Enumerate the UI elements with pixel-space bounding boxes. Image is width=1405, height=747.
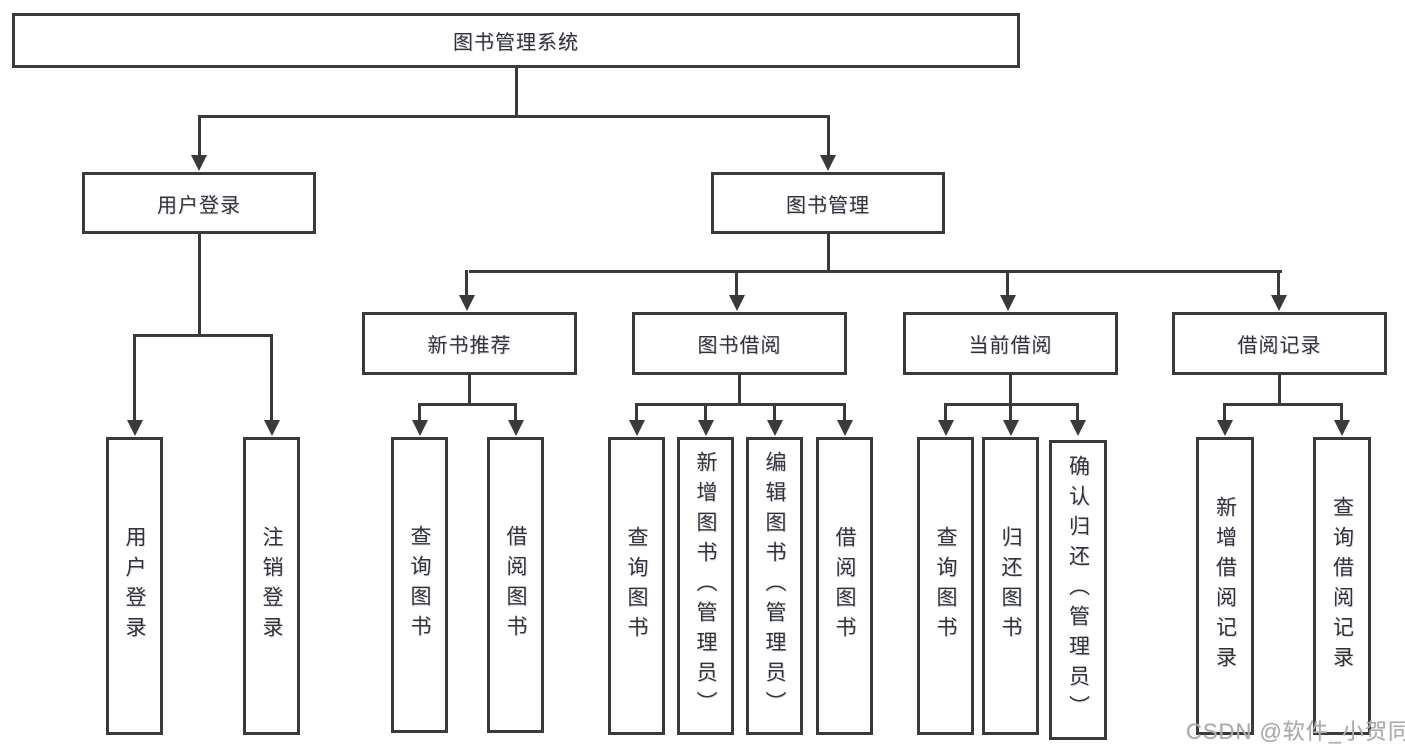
leaf-logout: 注销登录 — [243, 437, 300, 735]
leaf-add-books-admin: 新增图书（管理员） — [677, 437, 734, 735]
leaf-query-books-borrowing: 查询图书 — [608, 437, 665, 735]
leaf-user-login: 用户登录 — [106, 437, 163, 735]
arrow-down-icon — [1006, 270, 1009, 295]
connector-line — [468, 375, 471, 406]
connector-line — [826, 234, 830, 273]
node-borrowing-records: 借阅记录 — [1172, 312, 1387, 375]
node-label: 查询借阅记录 — [1330, 496, 1354, 676]
node-label: 确认归还（管理员） — [1066, 455, 1090, 725]
arrow-down-icon — [1009, 403, 1012, 420]
node-current-borrowing: 当前借阅 — [903, 312, 1118, 375]
node-library-management-system: 图书管理系统 — [12, 13, 1020, 68]
connector-line — [468, 270, 1282, 273]
node-new-book-recommend: 新书推荐 — [362, 312, 577, 375]
connector-line — [1009, 375, 1012, 406]
node-label: 借阅图书 — [833, 526, 856, 646]
node-user-login-branch: 用户登录 — [82, 172, 316, 234]
leaf-query-books-current: 查询图书 — [917, 437, 974, 735]
leaf-add-borrow-record: 新增借阅记录 — [1196, 437, 1254, 735]
arrow-down-icon — [735, 270, 738, 295]
leaf-borrow-books: 借阅图书 — [816, 437, 873, 735]
leaf-query-borrow-record: 查询借阅记录 — [1313, 437, 1371, 735]
node-label: 编辑图书（管理员） — [763, 451, 786, 721]
node-book-borrowing: 图书借阅 — [632, 312, 847, 375]
node-label: 用户登录 — [123, 526, 146, 646]
leaf-confirm-return-admin: 确认归还（管理员） — [1049, 440, 1107, 740]
connector-line — [197, 115, 830, 118]
node-book-management-branch: 图书管理 — [711, 172, 945, 234]
arrow-down-icon — [843, 403, 846, 420]
csdn-watermark: CSDN @软件_小贺同学 — [1186, 719, 1405, 744]
node-label: 图书借阅 — [697, 335, 782, 357]
arrow-down-icon — [133, 334, 136, 420]
node-label: 用户登录 — [157, 194, 241, 217]
leaf-return-books: 归还图书 — [982, 437, 1039, 735]
node-label: 注销登录 — [260, 526, 283, 646]
arrow-down-icon — [514, 403, 517, 420]
arrow-down-icon — [418, 403, 421, 420]
node-label: 当前借阅 — [968, 335, 1053, 357]
node-label: 新书推荐 — [427, 335, 512, 357]
connector-line — [635, 403, 846, 406]
arrow-down-icon — [197, 115, 201, 155]
connector-line — [1278, 375, 1281, 406]
arrow-down-icon — [1340, 403, 1343, 420]
node-label: 图书管理 — [786, 194, 870, 217]
node-label: 新增图书（管理员） — [694, 451, 717, 721]
node-label: 新增借阅记录 — [1213, 496, 1237, 676]
node-label: 查询图书 — [625, 526, 648, 646]
leaf-borrow-books-recommend: 借阅图书 — [487, 437, 544, 733]
connector-line — [133, 334, 273, 337]
arrow-down-icon — [465, 270, 468, 295]
connector-line — [514, 68, 518, 118]
arrow-down-icon — [1277, 270, 1280, 295]
connector-line — [1223, 403, 1343, 406]
connector-line — [197, 234, 201, 337]
node-label: 借阅记录 — [1237, 335, 1322, 357]
node-label: 查询图书 — [408, 525, 431, 645]
arrow-down-icon — [704, 403, 707, 420]
node-label: 归还图书 — [999, 526, 1022, 646]
arrow-down-icon — [270, 334, 273, 420]
node-label: 图书管理系统 — [453, 32, 579, 54]
leaf-query-books-recommend: 查询图书 — [391, 437, 448, 733]
arrow-down-icon — [635, 403, 638, 420]
arrow-down-icon — [826, 115, 830, 155]
arrow-down-icon — [773, 403, 776, 420]
node-label: 借阅图书 — [504, 525, 527, 645]
node-label: 查询图书 — [934, 526, 957, 646]
arrow-down-icon — [1076, 403, 1079, 420]
connector-line — [418, 403, 517, 406]
arrow-down-icon — [944, 403, 947, 420]
connector-line — [738, 375, 741, 406]
arrow-down-icon — [1223, 403, 1226, 420]
leaf-edit-books-admin: 编辑图书（管理员） — [746, 437, 803, 735]
